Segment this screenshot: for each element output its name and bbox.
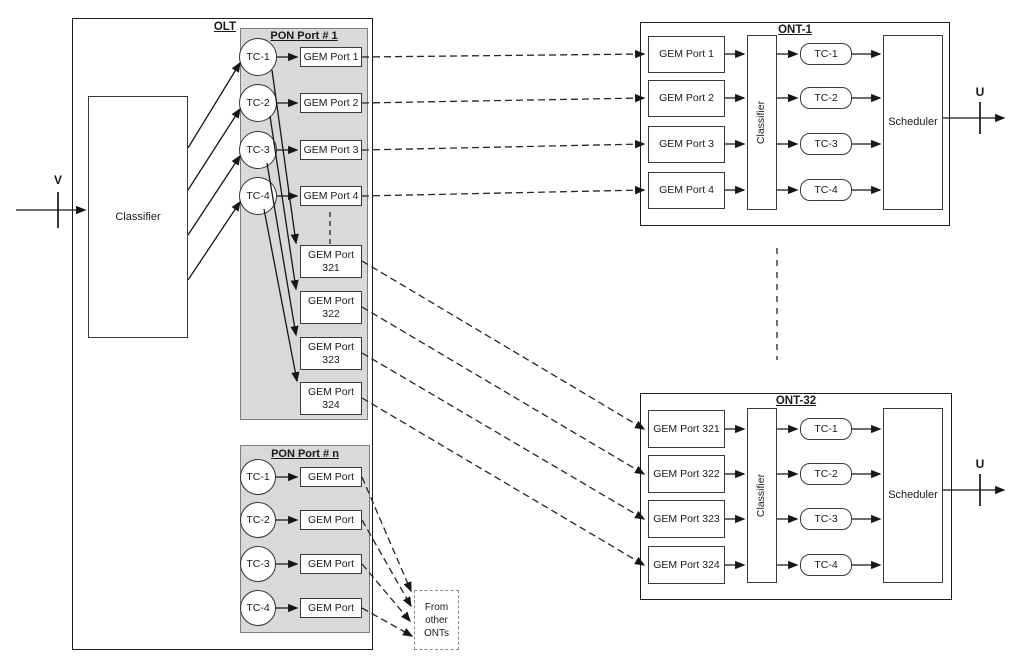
ont32-tc1-box: TC-1 [800,418,852,440]
ponn-gem-port-2-box: GEM Port [300,510,362,530]
ont1-gem-port-4-box: GEM Port 4 [648,172,725,209]
pon1-gem-port-324-box: GEM Port 324 [300,382,362,415]
ponn-gem-port-1-box: GEM Port [300,467,362,487]
ont1-box [640,22,950,226]
ont32-gem-port-322-box: GEM Port 322 [648,455,725,493]
wire-olt-gem1-to-ont1-gem1 [361,49,646,59]
ont1-tc4-box: TC-4 [800,179,852,201]
pon1-gem-port-322-box: GEM Port 322 [300,291,362,324]
wire-olt-gem2-to-ont1-gem2 [361,93,646,104]
wire-olt-gem3-to-ont1-gem3 [361,140,646,151]
pon1-gem-port-321-box: GEM Port 321 [300,245,362,278]
pon-port-1-title: PON Port # 1 [270,30,338,42]
wire-olt-gem323-to-ont32-gem323 [361,352,646,520]
pon1-gem-port-4-box: GEM Port 4 [300,186,362,206]
ont1-tc2-box: TC-2 [800,87,852,109]
ponn-tc4-circle: TC-4 [240,590,276,626]
ont32-scheduler-box: Scheduler [883,408,943,583]
ponn-tc1-circle: TC-1 [240,459,276,495]
olt-title: OLT [213,21,236,33]
ont32-gem-port-321-box: GEM Port 321 [648,410,725,448]
u-reference-point-label-ont32: U [975,457,985,471]
ont1-gem-port-1-box: GEM Port 1 [648,36,725,73]
ponn-tc2-circle: TC-2 [240,502,276,538]
pon1-tc1-circle: TC-1 [239,38,277,76]
ont1-classifier-box: Classifier [747,35,777,210]
pon-port-n-title: PON Port # n [271,448,339,460]
wire-olt-gem324-to-ont32-gem324 [361,397,646,566]
pon1-gem-port-2-box: GEM Port 2 [300,93,362,113]
ont1-scheduler-box: Scheduler [883,35,943,210]
wire-olt-gem322-to-ont32-gem322 [361,306,646,475]
ont1-tc3-box: TC-3 [800,133,852,155]
ponn-gem-port-3-box: GEM Port [300,554,362,574]
wire-olt-gem4-to-ont1-gem4 [361,186,646,197]
v-reference-point-label: V [53,173,62,187]
ont32-classifier-label: Classifier [755,473,768,518]
pon1-tc4-circle: TC-4 [239,177,277,215]
ont1-tc1-box: TC-1 [800,43,852,65]
ont32-classifier-box: Classifier [747,408,777,583]
pon1-gem-port-1-box: GEM Port 1 [300,47,362,67]
ponn-gem-port-4-box: GEM Port [300,598,362,618]
pon1-tc2-circle: TC-2 [239,84,277,122]
u-reference-point-label-ont1: U [975,85,985,99]
pon1-gem-port-323-box: GEM Port 323 [300,337,362,370]
dashed-gem-connections [361,49,646,637]
ont32-title: ONT-32 [775,395,817,407]
ont1-classifier-label: Classifier [755,100,768,145]
from-other-onts-box: From other ONTs [414,590,459,650]
ponn-tc3-circle: TC-3 [240,546,276,582]
pon1-tc3-circle: TC-3 [239,131,277,169]
ont1-gem-port-3-box: GEM Port 3 [648,126,725,163]
olt-classifier-box: Classifier [88,96,188,338]
ont32-tc2-box: TC-2 [800,463,852,485]
wire-olt-gem321-to-ont32-gem321 [361,260,646,430]
ont32-gem-port-323-box: GEM Port 323 [648,500,725,538]
ont32-tc3-box: TC-3 [800,508,852,530]
ont32-tc4-box: TC-4 [800,554,852,576]
pon1-gem-port-3-box: GEM Port 3 [300,140,362,160]
ont1-title: ONT-1 [778,24,812,36]
ont32-gem-port-324-box: GEM Port 324 [648,546,725,584]
ont1-gem-port-2-box: GEM Port 2 [648,80,725,117]
ellipsis-marks [329,212,778,360]
